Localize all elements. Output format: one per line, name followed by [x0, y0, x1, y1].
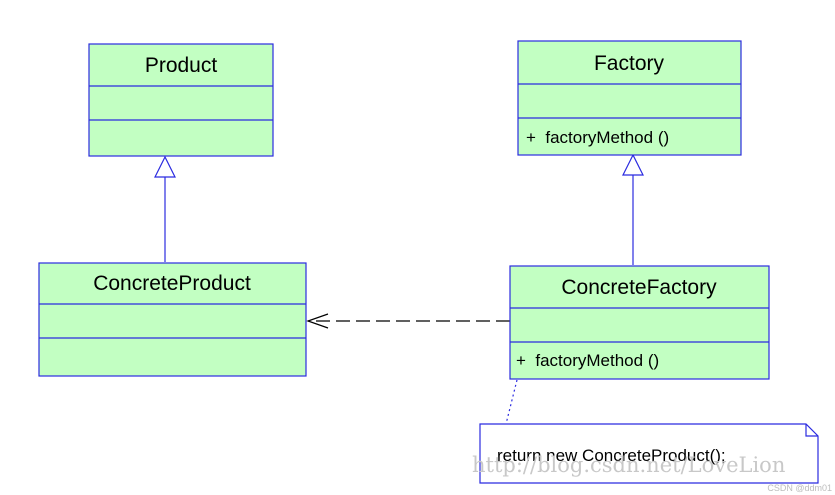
dependency-create — [306, 313, 510, 329]
folded-corner-icon — [805, 424, 818, 437]
operation-factory-method: + factoryMethod () — [516, 351, 659, 370]
class-name-factory: Factory — [594, 52, 665, 75]
hollow-triangle-arrow-icon — [622, 153, 644, 176]
note-anchor — [505, 379, 518, 425]
watermark: http://blog.csdn.net/LoveLion — [472, 453, 785, 477]
hollow-triangle-arrow-icon — [154, 155, 176, 178]
class-factory: Factory + factoryMethod () — [517, 40, 742, 156]
operation-factory-method: + factoryMethod () — [526, 128, 669, 147]
class-concrete-product: ConcreteProduct — [38, 262, 307, 377]
generalization-product — [154, 155, 176, 262]
class-concrete-factory: ConcreteFactory + factoryMethod () — [509, 265, 770, 380]
note-text: return new ConcreteProduct(); — [497, 446, 726, 465]
class-name-product: Product — [145, 54, 218, 77]
open-arrow-icon — [306, 313, 329, 329]
class-name-concrete-factory: ConcreteFactory — [561, 276, 717, 299]
generalization-factory — [622, 153, 644, 265]
credit-text: CSDN @ddm01 — [767, 483, 832, 493]
class-name-concrete-product: ConcreteProduct — [93, 272, 251, 295]
class-product: Product — [88, 43, 274, 157]
note: return new ConcreteProduct(); — [479, 423, 819, 484]
